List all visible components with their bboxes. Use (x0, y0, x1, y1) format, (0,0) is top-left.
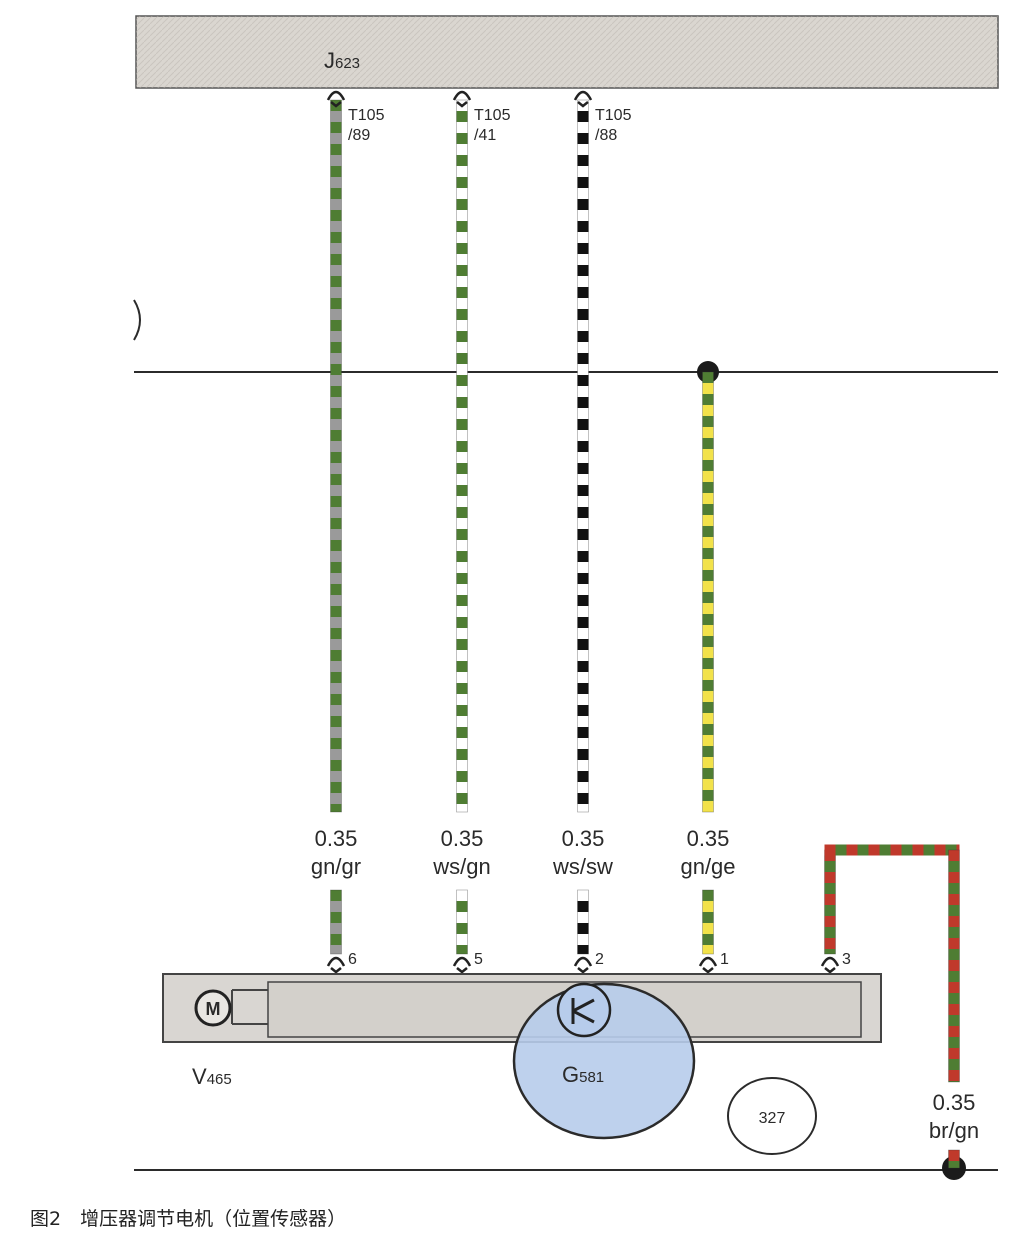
motor-icon: M (194, 989, 232, 1027)
actuator-pin-number: 1 (720, 951, 729, 968)
sensor-body (512, 982, 696, 1140)
wire-color-code-label: ws/gn (432, 854, 490, 879)
ecu-pin-arc (573, 90, 593, 101)
actuator-pin-arc-arrow (330, 967, 342, 974)
ecu-bar-texture (136, 16, 998, 88)
connector-label: T105 (595, 107, 632, 124)
sensor-label: G581 (562, 1062, 604, 1087)
wire-size-label: 0.35 (687, 826, 730, 851)
ecu-pin-arc-arrow (330, 101, 342, 108)
wire-segment-right-upper (948, 849, 960, 1083)
reference-circle (727, 1077, 817, 1155)
left-edge-mark (133, 299, 141, 341)
actuator-pin-arc (698, 956, 718, 967)
actuator-pin-arc (820, 956, 840, 967)
reference-number: 327 (759, 1110, 786, 1127)
actuator-label: V465 (192, 1064, 232, 1089)
ecu-label: J623 (324, 48, 360, 73)
wire-br-gn: 0.35 br/gn 3 (824, 844, 979, 1169)
ecu-pin-arc-arrow (456, 101, 468, 108)
actuator-pin-number: 6 (348, 951, 357, 968)
wire-segment-upper (330, 99, 342, 813)
angle-sensor-icon (556, 982, 612, 1038)
wire-ws-gn: 0.35 ws/gn T105/41 5 (432, 99, 511, 968)
actuator-pin-arc-arrow (456, 967, 468, 974)
actuator-pin-arc (452, 956, 472, 967)
wire-segment-top (824, 844, 960, 856)
wire-size-label: 0.35 (315, 826, 358, 851)
actuator-pin-arc-arrow (702, 967, 714, 974)
actuator-pin-number: 3 (842, 951, 851, 968)
wire-gn-ge: 0.35 gn/ge 1 (680, 371, 736, 968)
actuator-v465: M V465 (162, 973, 882, 1089)
wire-color-code-label: gn/gr (311, 854, 361, 879)
motor-shaft-housing (231, 989, 268, 1025)
actuator-pin-arc (326, 956, 346, 967)
ecu-pin-arc (452, 90, 472, 101)
wire-size-label: 0.35 (562, 826, 605, 851)
motor-symbol: M (206, 999, 221, 1019)
wire-size-label: 0.35 (933, 1090, 976, 1115)
connector-label: T105 (348, 107, 385, 124)
wire-color-code-label: gn/ge (680, 854, 735, 879)
wire-size-label: 0.35 (441, 826, 484, 851)
ecu-pin-arc-arrow (577, 101, 589, 108)
wire-color-code-label: br/gn (929, 1118, 979, 1143)
wire-segment-lower (456, 889, 468, 955)
wire-gn-gr: 0.35 gn/gr T105/89 6 (311, 99, 385, 968)
connector-pin-label: /89 (348, 127, 370, 144)
connector-pin-label: /41 (474, 127, 496, 144)
wire-segment-lower (702, 889, 714, 955)
wire-segment-right-lower (948, 1149, 960, 1169)
wire-segment-upper (456, 99, 468, 813)
connector-pin-label: /88 (595, 127, 617, 144)
actuator-pin-arc-arrow (824, 967, 836, 974)
wire-segment-left (824, 849, 836, 955)
ecu-pin-arc (326, 90, 346, 101)
wire-segment-upper (702, 371, 714, 813)
wire-segment-lower (577, 889, 589, 955)
sensor-g581: G581 (512, 982, 696, 1140)
wires: 0.35 gn/gr T105/89 6 0.35 ws/gn T105/41 5 0.35 ws… (311, 90, 979, 1169)
connector-label: T105 (474, 107, 511, 124)
reference-marker: 327 (727, 1077, 817, 1155)
actuator-pin-arc (573, 956, 593, 967)
ecu-j623: J623 (135, 15, 999, 89)
wire-ws-sw: 0.35 ws/sw T105/88 2 (552, 99, 632, 968)
figure-caption: 图2 增压器调节电机（位置传感器） (30, 1208, 347, 1230)
wire-color-code-label: ws/sw (552, 854, 613, 879)
wire-segment-upper (577, 99, 589, 813)
wire-segment-lower (330, 889, 342, 955)
actuator-pin-number: 2 (595, 951, 604, 968)
actuator-pin-number: 5 (474, 951, 483, 968)
actuator-pin-arc-arrow (577, 967, 589, 974)
